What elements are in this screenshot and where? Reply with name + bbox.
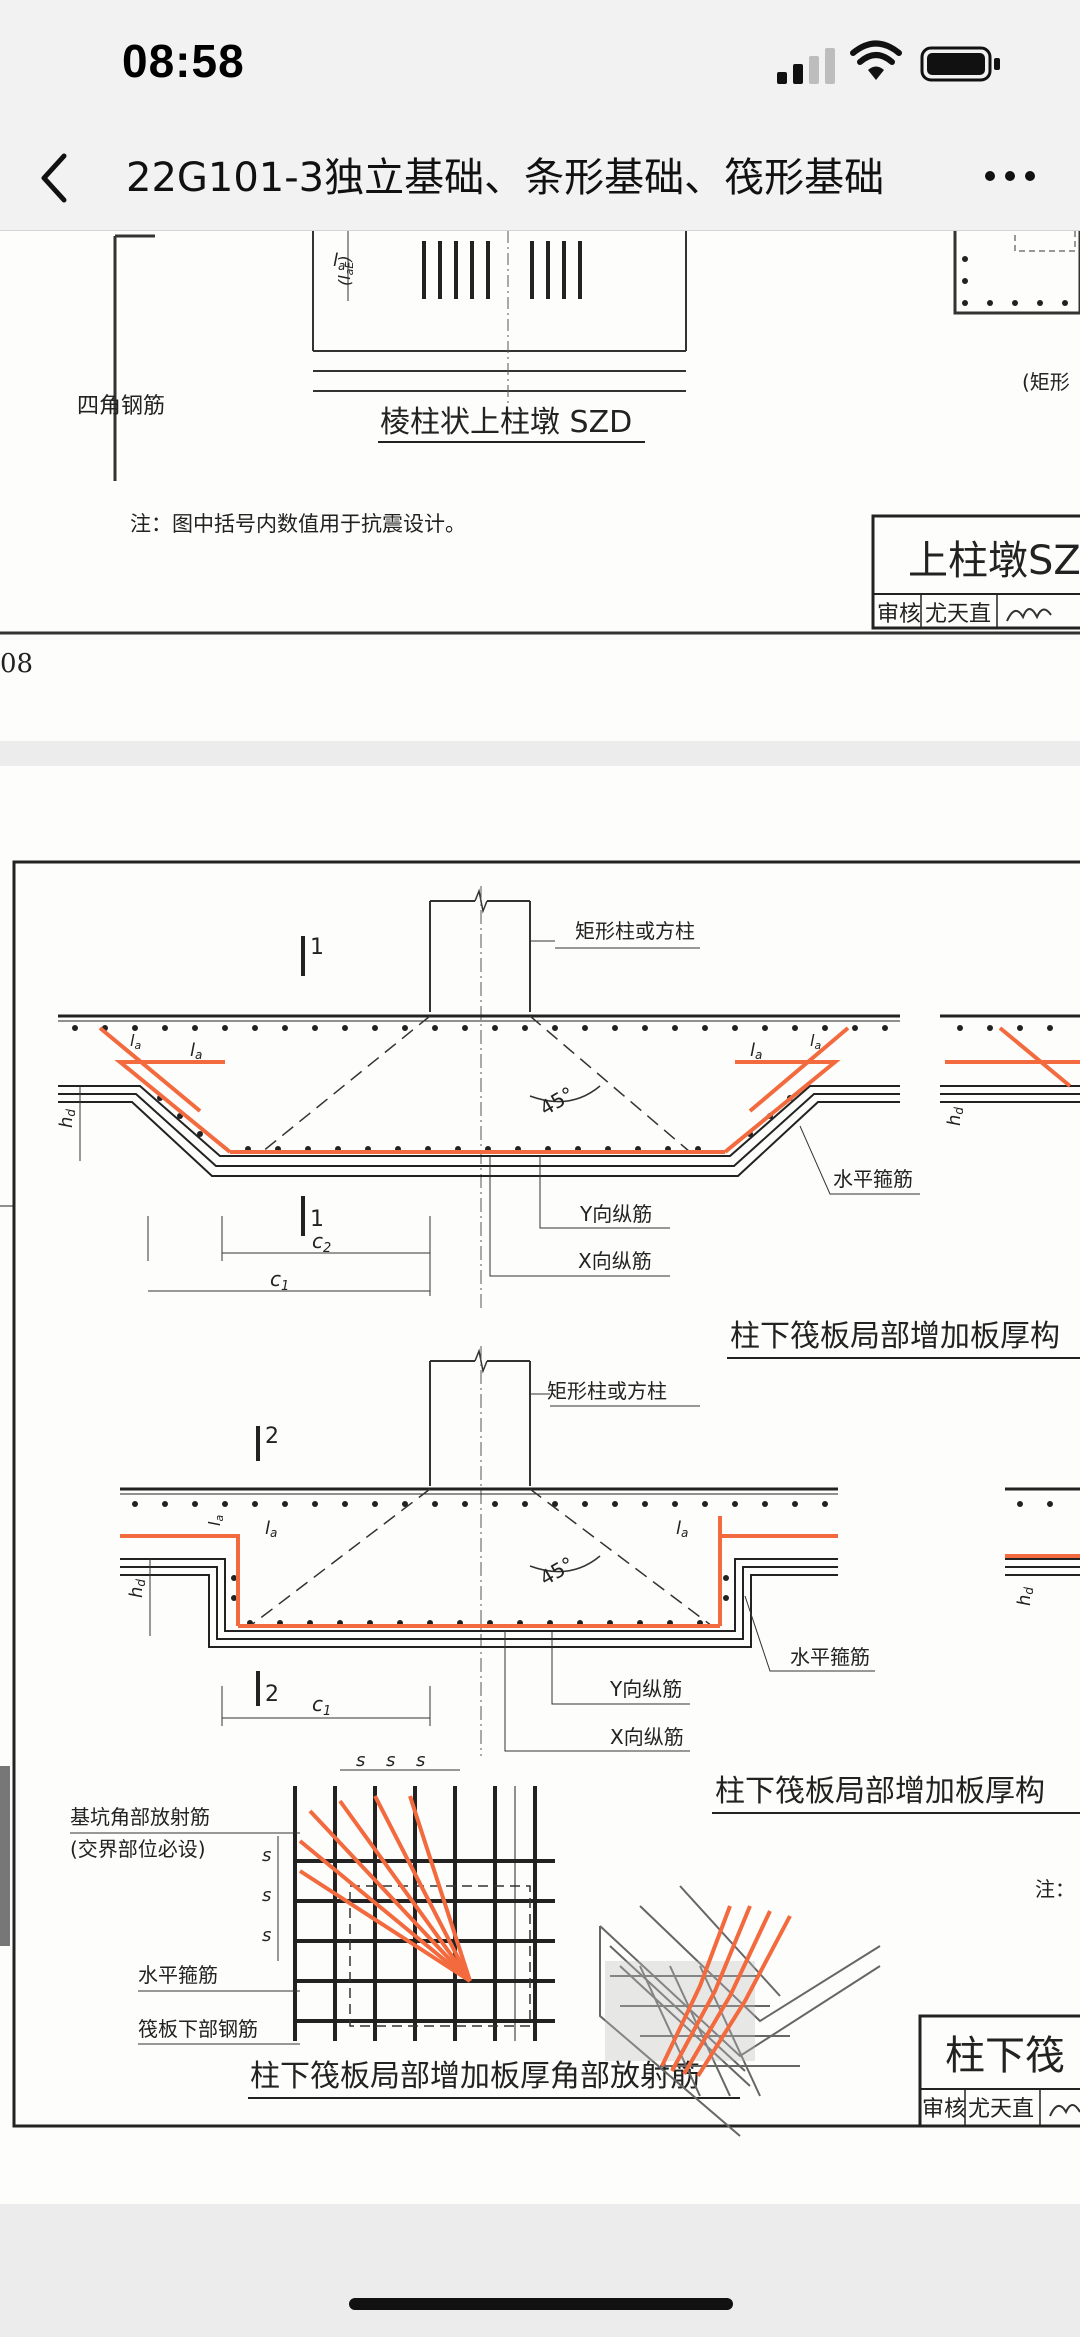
svg-text:s: s [356,1750,365,1771]
svg-text:1: 1 [310,1207,324,1232]
more-options-icon[interactable] [980,156,1040,196]
svg-text:s: s [262,1925,271,1946]
svg-text:s: s [262,1885,271,1906]
titleblock-review-a: 审核 [877,602,921,627]
svg-text:la: la [190,1040,202,1062]
wifi-icon [850,40,902,80]
svg-text:hd: hd [126,1579,148,1598]
titleblock-reviewer-b: 尤天直 [968,2097,1034,2122]
svg-text:la: la [130,1031,141,1052]
drawing-raft-thickening: 矩形柱或方柱 1 1 [0,860,1080,2137]
svg-text:注：: 注： [1035,1877,1075,1901]
label-corner-rebar: 四角钢筋 [77,394,165,419]
svg-text:水平箍筋: 水平箍筋 [138,1963,218,1987]
document-page-08: 四角钢筋 la (laE) 棱柱状上柱墩 SZD (矩形 注：图中括号内数值用于… [0,219,1080,741]
svg-text:la: la [676,1518,688,1540]
page-number: 08 [0,649,34,679]
titleblock-title-a: 上柱墩SZ [908,538,1080,584]
svg-text:45°: 45° [536,1082,579,1121]
label-rect-section: (矩形 [1022,370,1070,394]
caption-diagram-2: 柱下筏板局部增加板厚构 [715,1774,1045,1809]
label-pit-corner-note: (交界部位必设) [70,1837,206,1861]
svg-text:hd: hd [944,1107,966,1126]
home-indicator[interactable] [349,2298,733,2310]
note-seismic: 注：图中括号内数值用于抗震设计。 [130,512,466,536]
svg-text:X向纵筋: X向纵筋 [578,1249,652,1273]
caption-column-pier: 棱柱状上柱墩 SZD [380,405,632,440]
svg-text:Y向纵筋: Y向纵筋 [579,1202,652,1226]
svg-text:la: la [205,1515,226,1526]
svg-text:2: 2 [265,1682,279,1707]
svg-text:c2: c2 [312,1229,331,1256]
svg-text:Y向纵筋: Y向纵筋 [609,1677,682,1701]
svg-text:la: la [265,1518,277,1540]
label-rect-col-1: 矩形柱或方柱 [575,919,695,943]
status-bar: 08:58 [0,0,1080,126]
cellular-signal-icon [777,48,835,84]
battery-icon [920,46,1000,82]
svg-text:c1: c1 [312,1692,331,1719]
back-chevron-icon[interactable] [34,148,74,208]
document-page-raft: 矩形柱或方柱 1 1 [0,766,1080,2204]
diagram-1: 矩形柱或方柱 1 1 [56,886,1080,1359]
svg-text:1: 1 [310,935,324,960]
svg-text:水平箍筋: 水平箍筋 [790,1645,870,1669]
svg-text:s: s [416,1750,425,1771]
svg-text:hd: hd [56,1109,78,1128]
document-title: 22G101-3独立基础、条形基础、筏形基础 [126,155,885,201]
label-lae: (laE) [335,255,356,286]
titleblock-title-b: 柱下筏 [945,2033,1065,2079]
navigation-bar: 22G101-3独立基础、条形基础、筏形基础 [0,126,1080,231]
drawing-column-pier: 四角钢筋 la (laE) 棱柱状上柱墩 SZD (矩形 注：图中括号内数值用于… [0,219,1080,635]
svg-text:la: la [750,1040,762,1062]
caption-diagram-3: 柱下筏板局部增加板厚角部放射筋 [250,2059,700,2094]
svg-text:c1: c1 [270,1267,289,1294]
titleblock-review-b: 审核 [922,2097,966,2122]
svg-text:45°: 45° [536,1552,579,1591]
label-pit-corner: 基坑角部放射筋 [70,1805,210,1829]
svg-text:la: la [810,1031,821,1052]
diagram-2: 矩形柱或方柱 2 2 45° [120,1346,1080,1814]
svg-text:X向纵筋: X向纵筋 [610,1725,684,1749]
svg-text:2: 2 [265,1424,279,1449]
svg-text:s: s [262,1845,271,1866]
titleblock-reviewer-a: 尤天直 [925,602,991,627]
caption-diagram-1: 柱下筏板局部增加板厚构 [730,1319,1060,1354]
svg-text:s: s [386,1750,395,1771]
label-rect-col-2: 矩形柱或方柱 [547,1379,667,1403]
status-time: 08:58 [122,35,245,87]
signature-b [1049,2104,1080,2117]
signature-a [1006,608,1052,622]
svg-text:筏板下部钢筋: 筏板下部钢筋 [138,2017,258,2041]
diagram-3: s s s s s s 基坑角部放射筋 (交界部位必设) 水平箍筋 筏板 [70,1750,1075,2137]
svg-text:水平箍筋: 水平箍筋 [833,1167,913,1191]
label-la: la [333,250,345,273]
svg-text:hd: hd [1014,1587,1036,1606]
mesh-3d-illustration [599,1885,881,2137]
